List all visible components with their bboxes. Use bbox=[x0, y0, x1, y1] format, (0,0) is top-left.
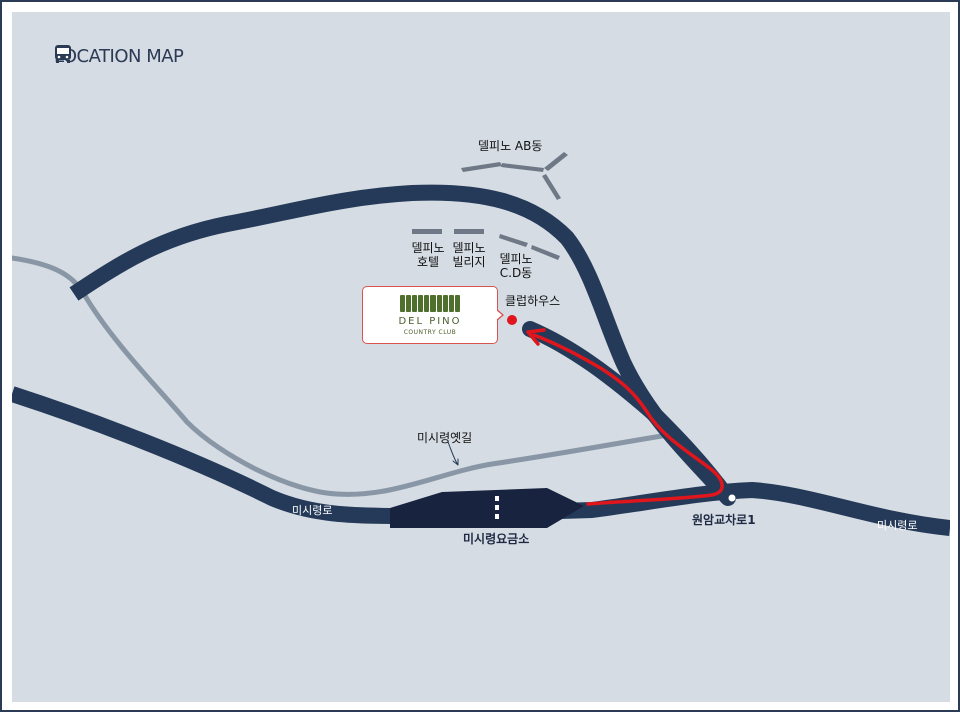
label-villa-line1: 델피노 bbox=[452, 241, 486, 255]
building-ab bbox=[461, 152, 568, 200]
label-clubhouse: 클럽하우스 bbox=[505, 294, 561, 308]
label-hotel: 델피노 호텔 bbox=[408, 241, 448, 269]
map-title: LOCATION MAP bbox=[54, 44, 184, 68]
label-villa: 델피노 빌리지 bbox=[449, 241, 489, 269]
building-hotel bbox=[412, 229, 442, 234]
label-cd-line2: C.D동 bbox=[499, 266, 533, 280]
label-hotel-line2: 호텔 bbox=[416, 255, 440, 269]
building-cd bbox=[499, 234, 560, 260]
label-misiryeong-right: 미시령로 bbox=[877, 519, 918, 532]
route-line bbox=[532, 333, 724, 506]
label-hotel-line1: 델피노 bbox=[411, 241, 445, 255]
route-arrow-head bbox=[526, 328, 546, 346]
tollgate-dashes bbox=[495, 496, 499, 519]
location-map: LOCATION MAP 델피노 AB동 델피노 호텔 델피노 빌리지 델피노 … bbox=[12, 12, 950, 702]
clubhouse-marker[interactable] bbox=[507, 315, 517, 325]
logo-name: DEL PINO bbox=[398, 316, 462, 327]
label-ab: 델피노 AB동 bbox=[478, 139, 543, 153]
intersection-marker bbox=[728, 494, 736, 502]
label-cd: 델피노 C.D동 bbox=[496, 252, 536, 280]
bus-icon bbox=[55, 45, 71, 63]
old-road-pointer bbox=[447, 441, 459, 466]
label-villa-line2: 빌리지 bbox=[452, 255, 486, 269]
building-villa bbox=[454, 229, 484, 234]
resort-loop-road bbox=[69, 184, 735, 504]
label-intersection: 원암교차로1 bbox=[692, 513, 756, 527]
logo-sub: COUNTRY CLUB bbox=[403, 329, 457, 336]
tollgate-plaza bbox=[390, 488, 584, 528]
label-tollgate: 미시령요금소 bbox=[463, 532, 530, 546]
label-old-road: 미시령옛길 bbox=[417, 431, 473, 445]
clubhouse-callout: DEL PINO COUNTRY CLUB bbox=[362, 286, 504, 344]
map-title-text: LOCATION MAP bbox=[54, 45, 184, 67]
old-road-line bbox=[12, 255, 665, 497]
label-cd-line1: 델피노 bbox=[499, 252, 533, 266]
label-misiryeong-left: 미시령로 bbox=[292, 504, 333, 517]
clubhouse-access-road bbox=[522, 321, 736, 506]
map-canvas bbox=[12, 152, 950, 536]
del-pino-logo-icon bbox=[400, 295, 460, 312]
